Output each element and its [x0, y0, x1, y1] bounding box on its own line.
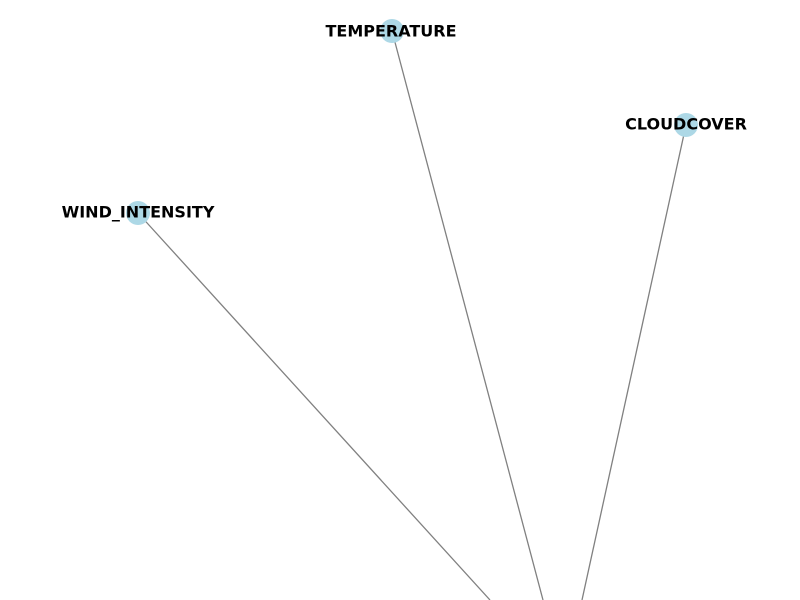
edge-temperature	[391, 30, 544, 600]
node-label: CLOUDCOVER	[625, 115, 747, 134]
node-label: TEMPERATURE	[325, 22, 456, 41]
node-wind-intensity: WIND_INTENSITY	[62, 201, 215, 225]
node-cloudcover: CLOUDCOVER	[625, 113, 747, 137]
edge-cloudcover	[581, 124, 687, 600]
node-marker	[380, 19, 404, 43]
node-label: WIND_INTENSITY	[62, 203, 215, 222]
node-marker	[126, 201, 150, 225]
edge-wind-intensity	[137, 212, 491, 600]
edges	[137, 30, 687, 600]
node-temperature: TEMPERATURE	[325, 19, 457, 43]
node-marker	[674, 113, 698, 137]
